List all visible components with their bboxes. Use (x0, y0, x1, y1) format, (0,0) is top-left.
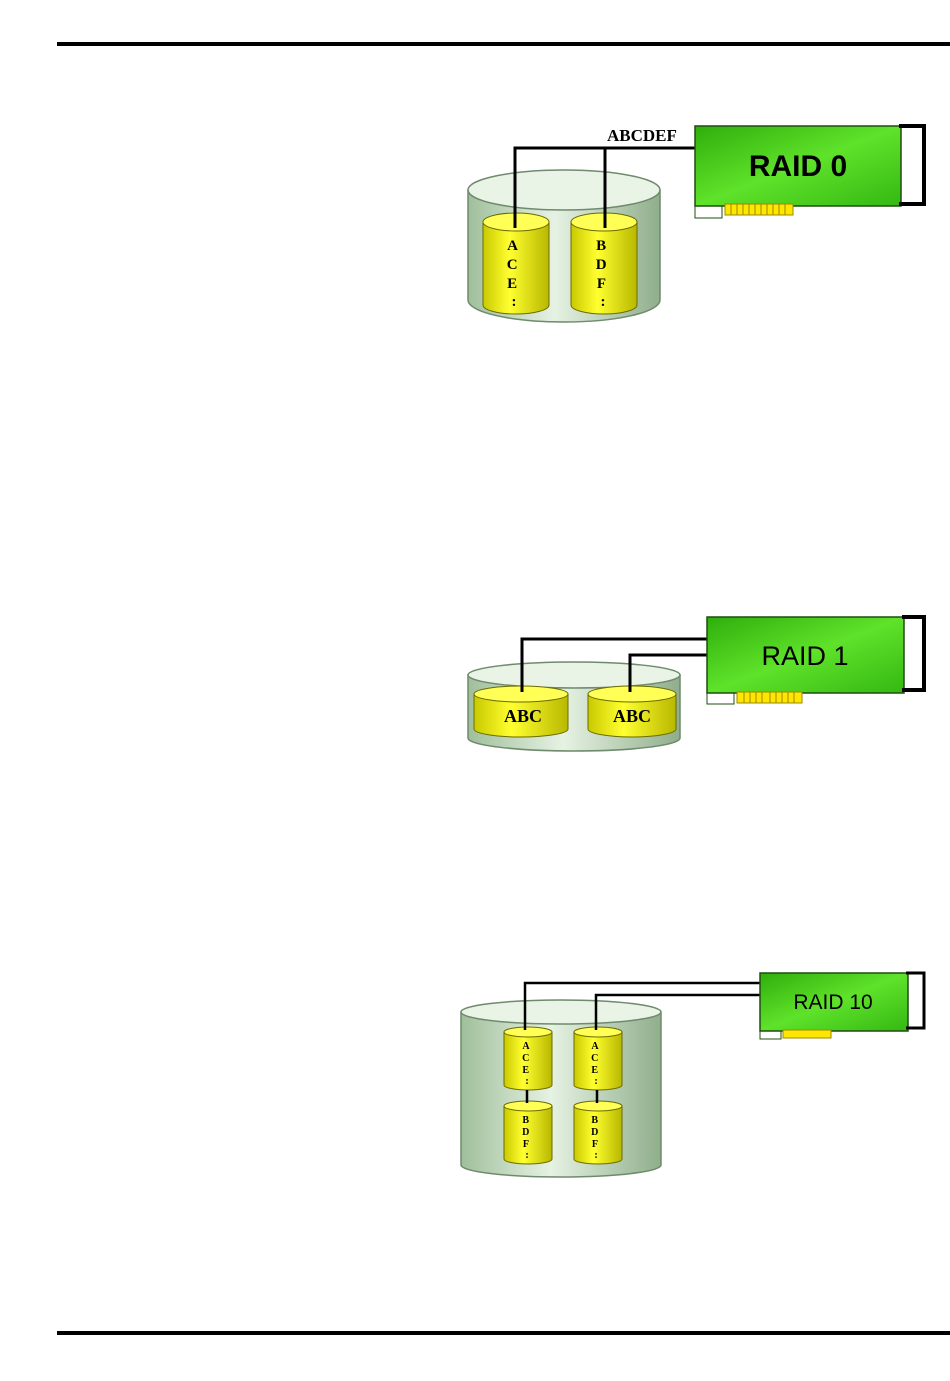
raid10-controller-card: RAID 10 (760, 973, 924, 1039)
raid0-disk2-char: : (601, 294, 606, 310)
raid0-disk2-char: B (596, 238, 606, 254)
raid1-disk-1: ABC (474, 686, 568, 737)
raid0-disk1-char: C (507, 257, 518, 273)
raid10-br-char: : (594, 1150, 597, 1161)
raid10-card-label: RAID 10 (793, 991, 872, 1014)
raid10-tr-char: C (591, 1053, 598, 1064)
raid10-disk-top-left: A C E : (504, 1027, 552, 1090)
raid0-disk-2: B D F : (571, 213, 637, 314)
raid10-disk-bottom-right: B D F : (574, 1101, 622, 1164)
raid10-bl-char: B (522, 1115, 529, 1126)
raid10-disk-bottom-left: B D F : (504, 1101, 552, 1164)
raid1-disk2-label: ABC (613, 706, 651, 726)
raid10-br-char: F (592, 1139, 598, 1150)
raid10-tr-char: E (591, 1065, 598, 1076)
raid0-stripe-label: ABCDEF (607, 126, 677, 145)
raid10-br-char: D (591, 1127, 598, 1138)
raid10-bl-char: : (525, 1150, 528, 1161)
raid1-diagram: ABC ABC RAID 1 (0, 600, 950, 770)
raid10-bl-char: F (523, 1139, 529, 1150)
bottom-rule (57, 1331, 950, 1335)
raid0-disk-1: A C E : (483, 213, 549, 314)
raid10-tl-char: E (522, 1065, 529, 1076)
raid1-card-label: RAID 1 (761, 641, 848, 671)
raid1-disk1-label: ABC (504, 706, 542, 726)
raid0-disk1-char: E (507, 276, 517, 292)
raid0-disk2-char: F (597, 276, 606, 292)
raid10-tr-char: A (591, 1041, 599, 1052)
raid10-disk-top-right: A C E : (574, 1027, 622, 1090)
raid10-enclosure (461, 1000, 661, 1177)
raid1-disk-2: ABC (588, 686, 676, 737)
raid10-bl-char: D (522, 1127, 529, 1138)
raid10-tl-char: A (522, 1041, 530, 1052)
raid0-disk2-char: D (596, 257, 607, 273)
raid10-br-char: B (591, 1115, 598, 1126)
raid1-controller-card: RAID 1 (707, 617, 924, 704)
raid10-tr-char: : (594, 1076, 597, 1087)
raid10-tl-char: C (522, 1053, 529, 1064)
raid0-disk1-char: A (507, 238, 518, 254)
raid0-controller-card: RAID 0 (695, 126, 924, 218)
raid0-card-label: RAID 0 (749, 150, 847, 183)
raid0-diagram: A C E : B D F : ABCDEF RAI (0, 0, 950, 340)
raid0-disk1-char: : (512, 294, 517, 310)
raid10-diagram: A C E : A C E : B D F : B D F (0, 960, 950, 1190)
raid10-tl-char: : (525, 1076, 528, 1087)
